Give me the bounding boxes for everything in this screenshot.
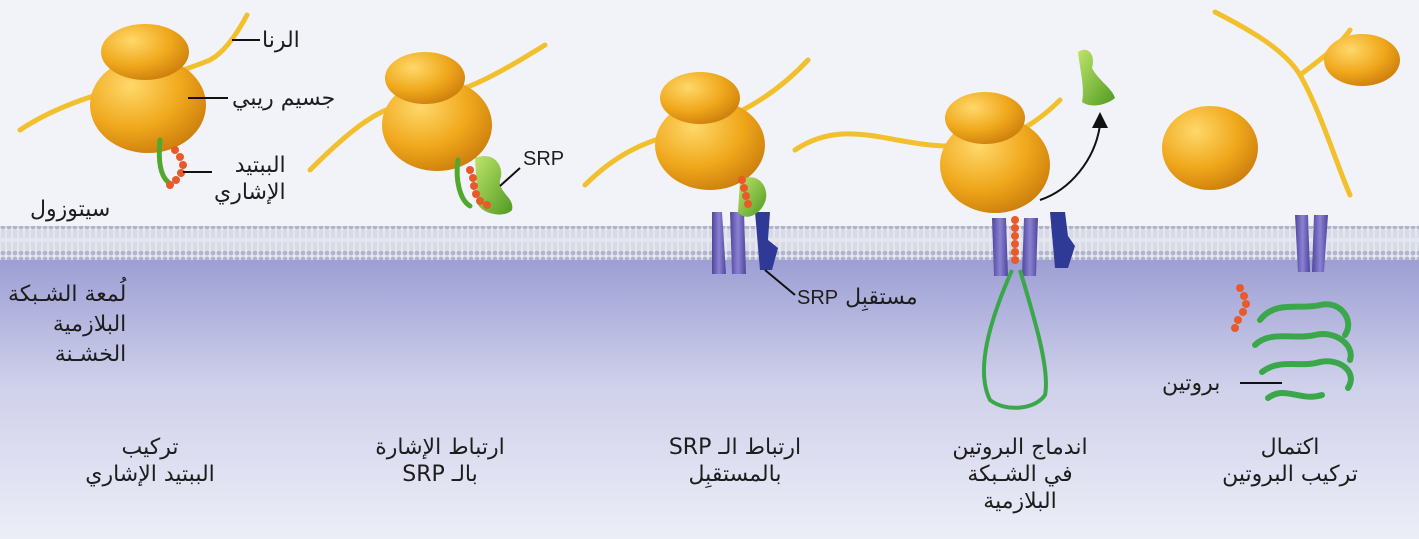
step4-caption: اندماج البروتين في الشـبكة البلازمية bbox=[920, 434, 1120, 515]
er-lumen-label-line2: البلازمية bbox=[52, 312, 127, 337]
protein-loop bbox=[982, 269, 1048, 410]
srp-receptor bbox=[755, 212, 778, 270]
step3-illustration bbox=[582, 57, 811, 296]
er-lumen-label-line3: الخشـنة bbox=[54, 342, 127, 367]
er-lumen-region bbox=[0, 258, 1419, 539]
step3-caption: ارتباط الـ SRP بالمستقبِل bbox=[635, 434, 835, 488]
step1-caption: تركيب الببتيد الإشاري bbox=[50, 434, 250, 488]
signal-peptide-beads bbox=[738, 176, 752, 208]
cleaved-signal-peptide bbox=[1231, 284, 1250, 332]
srp-release-arrowhead bbox=[1092, 112, 1108, 128]
folded-protein bbox=[1252, 301, 1354, 401]
ribosome-large-subunit bbox=[382, 79, 492, 171]
step1-illustration bbox=[17, 12, 260, 189]
step2-illustration bbox=[307, 42, 548, 215]
step2-caption-line2: بالـ SRP bbox=[402, 462, 478, 487]
signal-peptide-beads bbox=[1011, 216, 1019, 264]
ribosome-small-subunit bbox=[385, 52, 465, 104]
ribosome-large-subunit bbox=[90, 57, 206, 153]
ribosome-small-subunit bbox=[101, 24, 189, 80]
signal-peptide-label-line2: الإشاري bbox=[214, 180, 286, 205]
cytosol-label: سيتوزول bbox=[30, 197, 111, 222]
step4-caption-line1: اندماج البروتين bbox=[952, 435, 1088, 460]
srp-particle bbox=[475, 156, 513, 215]
srp-receptor-label-ar: مستقبِل bbox=[845, 285, 918, 310]
nascent-peptide bbox=[454, 157, 473, 209]
released-srp bbox=[1078, 49, 1115, 106]
mrna-label: الرنا bbox=[262, 28, 300, 53]
translocon-left bbox=[1295, 215, 1310, 272]
signal-peptide-beads bbox=[466, 166, 491, 209]
translocon-right bbox=[1312, 215, 1328, 272]
srp-label: SRP bbox=[523, 148, 565, 170]
er-membrane bbox=[0, 226, 1419, 260]
ribosome-small-subunit bbox=[660, 72, 740, 124]
step1-caption-line2: الببتيد الإشاري bbox=[85, 462, 215, 487]
receptor-pointer bbox=[764, 269, 796, 296]
srp-release-arrow bbox=[1039, 124, 1101, 201]
srp-receptor-label-en: SRP bbox=[797, 287, 839, 309]
step5-caption: اكتمال تركيب البروتين bbox=[1190, 434, 1390, 488]
srp-receptor bbox=[1050, 212, 1075, 268]
translocon-right bbox=[1022, 218, 1038, 276]
translocon-left bbox=[992, 218, 1008, 276]
signal-peptide-label-line1: الببتيد bbox=[234, 153, 286, 178]
translocon-right bbox=[730, 212, 746, 274]
ribosome-label: جسيم ريبي bbox=[232, 86, 336, 111]
signal-peptide-label: الببتيد الإشاري bbox=[214, 152, 286, 206]
srp-pointer bbox=[499, 167, 521, 187]
step5-illustration bbox=[1162, 9, 1400, 401]
step3-caption-line2: بالمستقبِل bbox=[688, 462, 782, 487]
step5-caption-line1: اكتمال bbox=[1260, 435, 1320, 460]
translocon-left bbox=[712, 212, 726, 274]
step2-caption-line1: ارتباط الإشارة bbox=[375, 435, 505, 460]
ribosome-large-subunit bbox=[655, 100, 765, 190]
ribosome-small-subunit-released bbox=[1324, 34, 1400, 86]
srp-receptor-label: SRP مستقبِل bbox=[797, 284, 918, 312]
step5-caption-line2: تركيب البروتين bbox=[1222, 462, 1358, 487]
step4-caption-line2: في الشـبكة bbox=[967, 462, 1073, 487]
step4-caption-line3: البلازمية bbox=[983, 489, 1057, 514]
er-lumen-label: لُمعة الشـبكة البلازمية الخشـنة bbox=[8, 280, 126, 370]
step4-illustration bbox=[792, 49, 1115, 410]
nascent-peptide bbox=[156, 137, 171, 185]
ribosome-large-subunit-released bbox=[1162, 106, 1258, 190]
protein-label: بروتين bbox=[1162, 371, 1221, 396]
step2-caption: ارتباط الإشارة بالـ SRP bbox=[340, 434, 540, 488]
er-lumen-label-line1: لُمعة الشـبكة bbox=[8, 282, 127, 307]
ribosome-small-subunit bbox=[945, 92, 1025, 144]
step1-caption-line1: تركيب bbox=[121, 435, 179, 460]
step3-caption-line1: ارتباط الـ SRP bbox=[668, 435, 802, 460]
